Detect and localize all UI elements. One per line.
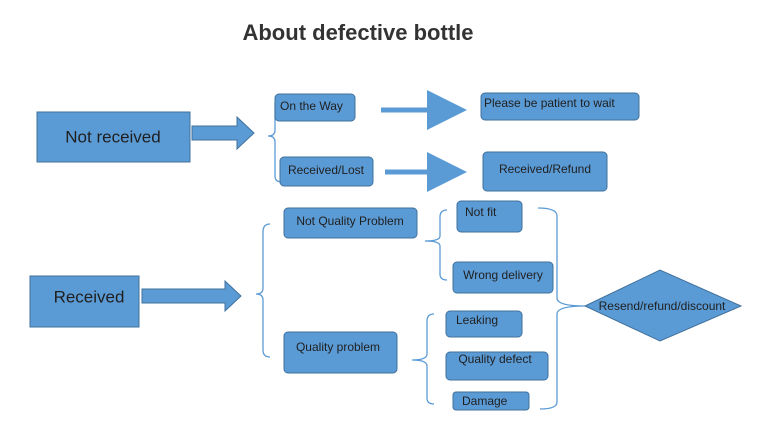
- damage-box: Damage: [452, 391, 530, 411]
- wrong-delivery-box: Wrong delivery: [452, 261, 554, 294]
- please-wait-label: Please be patient to wait: [484, 96, 615, 110]
- quality-defect-label: Quality defect: [458, 352, 532, 366]
- bracket-received: [255, 223, 271, 358]
- received-box: Received: [29, 275, 140, 328]
- not-quality-problem-box: Not Quality Problem: [283, 207, 418, 239]
- on-the-way-box: On the Way: [274, 93, 356, 122]
- received-refund-label: Received/Refund: [499, 162, 591, 176]
- block-arrow-bottom: [141, 279, 242, 313]
- please-wait-box: Please be patient to wait: [480, 92, 640, 121]
- received-label: Received: [54, 287, 125, 306]
- not-received-label: Not received: [65, 127, 160, 146]
- received-lost-box: Received/Lost: [279, 156, 374, 187]
- wrong-delivery-label: Wrong delivery: [463, 268, 543, 282]
- not-fit-label: Not fit: [465, 205, 497, 219]
- diagram-title: About defective bottle: [242, 20, 474, 45]
- on-the-way-label: On the Way: [280, 99, 343, 113]
- block-arrow-top: [191, 115, 255, 151]
- quality-problem-label: Quality problem: [296, 340, 380, 354]
- leaking-label: Leaking: [456, 313, 498, 327]
- resolution-label: Resend/refund/discount: [599, 299, 726, 313]
- quality-defect-box: Quality defect: [445, 351, 549, 381]
- received-lost-label: Received/Lost: [288, 163, 365, 177]
- leaking-box: Leaking: [445, 310, 523, 338]
- resolution-diamond: Resend/refund/discount: [583, 269, 743, 342]
- not-fit-box: Not fit: [456, 200, 523, 233]
- bracket-not-quality: [424, 209, 448, 281]
- damage-label: Damage: [462, 394, 508, 408]
- quality-problem-box: Quality problem: [283, 331, 398, 374]
- bracket-quality: [411, 313, 435, 405]
- not-received-box: Not received: [36, 111, 191, 163]
- not-quality-problem-label: Not Quality Problem: [296, 214, 403, 228]
- received-refund-box: Received/Refund: [482, 151, 608, 192]
